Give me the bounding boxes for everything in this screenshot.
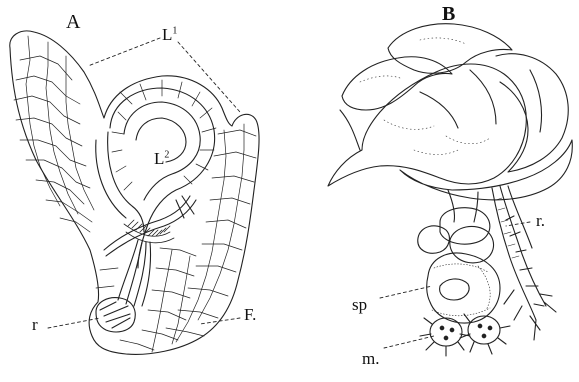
leader-l1-right — [178, 42, 240, 112]
leaf-top — [388, 24, 512, 74]
leader-r-b — [506, 222, 530, 226]
leader-f — [200, 318, 240, 324]
leader-l1-left — [88, 38, 160, 66]
leaf-upper-left — [342, 57, 452, 110]
label-leaf-2-sup: 2 — [164, 149, 169, 160]
stem-bulb-2 — [418, 226, 450, 253]
leaf-right — [496, 54, 568, 172]
stem-bulb-3 — [450, 226, 494, 262]
leader-m — [384, 336, 434, 348]
panel-b-label: B — [442, 4, 455, 24]
leader-r — [48, 318, 100, 328]
label-sporophyte: sp — [352, 296, 367, 313]
label-mites: m. — [362, 350, 379, 367]
panel-a-drawing — [10, 31, 259, 354]
label-leaf-2-base: L — [154, 149, 164, 168]
leaf-front — [328, 64, 526, 186]
label-root-a: r — [32, 316, 38, 333]
label-leaf-1-sup: 1 — [172, 25, 177, 36]
label-leaf-1: L1 — [162, 26, 177, 43]
leader-sp — [380, 286, 432, 298]
label-root-b: r. — [536, 212, 545, 229]
stem-bulb-1 — [440, 208, 490, 245]
mite-right — [460, 314, 510, 354]
panel-a-label: A — [66, 12, 80, 32]
label-leaf-2: L2 — [154, 150, 169, 167]
root-strand — [118, 240, 151, 306]
label-leaf-1-base: L — [162, 25, 172, 44]
label-foot: F. — [244, 306, 256, 323]
leaf-under — [400, 140, 572, 200]
